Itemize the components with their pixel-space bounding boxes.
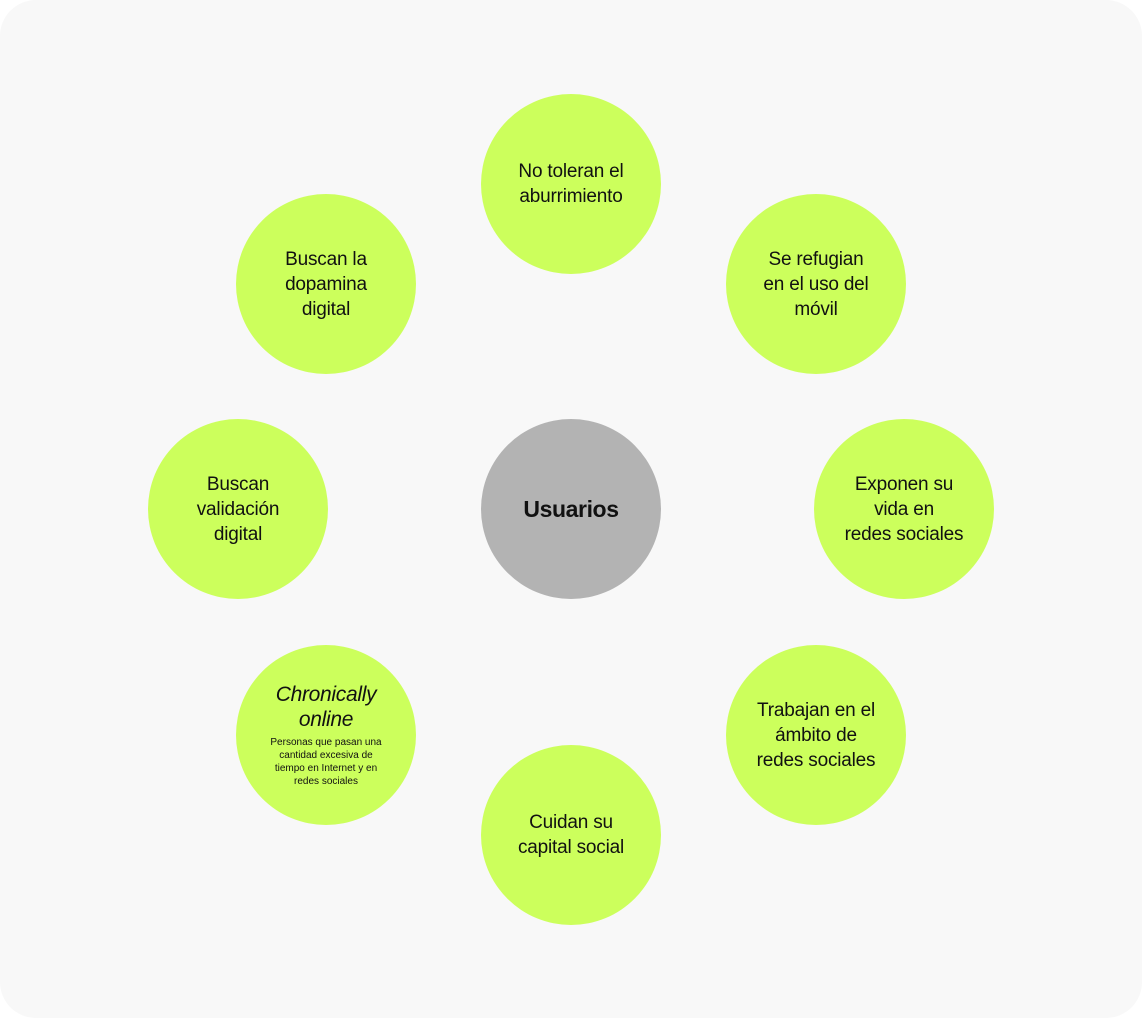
node-trabajan-redes: Trabajan en el ámbito de redes sociales — [726, 645, 906, 825]
center-node-usuarios: Usuarios — [481, 419, 661, 599]
node-cuidan-capital-social: Cuidan su capital social — [481, 745, 661, 925]
node-label: Cuidan su capital social — [518, 812, 624, 858]
node-description: Personas que pasan una cantidad excesiva… — [270, 737, 382, 787]
node-label: Exponen su vida en redes sociales — [844, 473, 964, 545]
node-buscan-validacion: Buscan validación digital — [148, 419, 328, 599]
node-title: Chronically online — [275, 683, 377, 731]
node-no-toleran-aburrimiento: No toleran el aburrimiento — [481, 94, 661, 274]
node-label: Se refugian en el uso del móvil — [763, 248, 869, 320]
node-buscan-dopamina: Buscan la dopamina digital — [236, 194, 416, 374]
node-label: Buscan validación digital — [196, 473, 280, 545]
node-label: Buscan la dopamina digital — [285, 248, 367, 320]
node-label: Trabajan en el ámbito de redes sociales — [756, 699, 876, 771]
node-chronically-online: Chronically online Personas que pasan un… — [236, 645, 416, 825]
node-se-refugian-movil: Se refugian en el uso del móvil — [726, 194, 906, 374]
center-node-label: Usuarios — [523, 495, 619, 522]
node-label: No toleran el aburrimiento — [518, 161, 624, 207]
node-exponen-vida: Exponen su vida en redes sociales — [814, 419, 994, 599]
